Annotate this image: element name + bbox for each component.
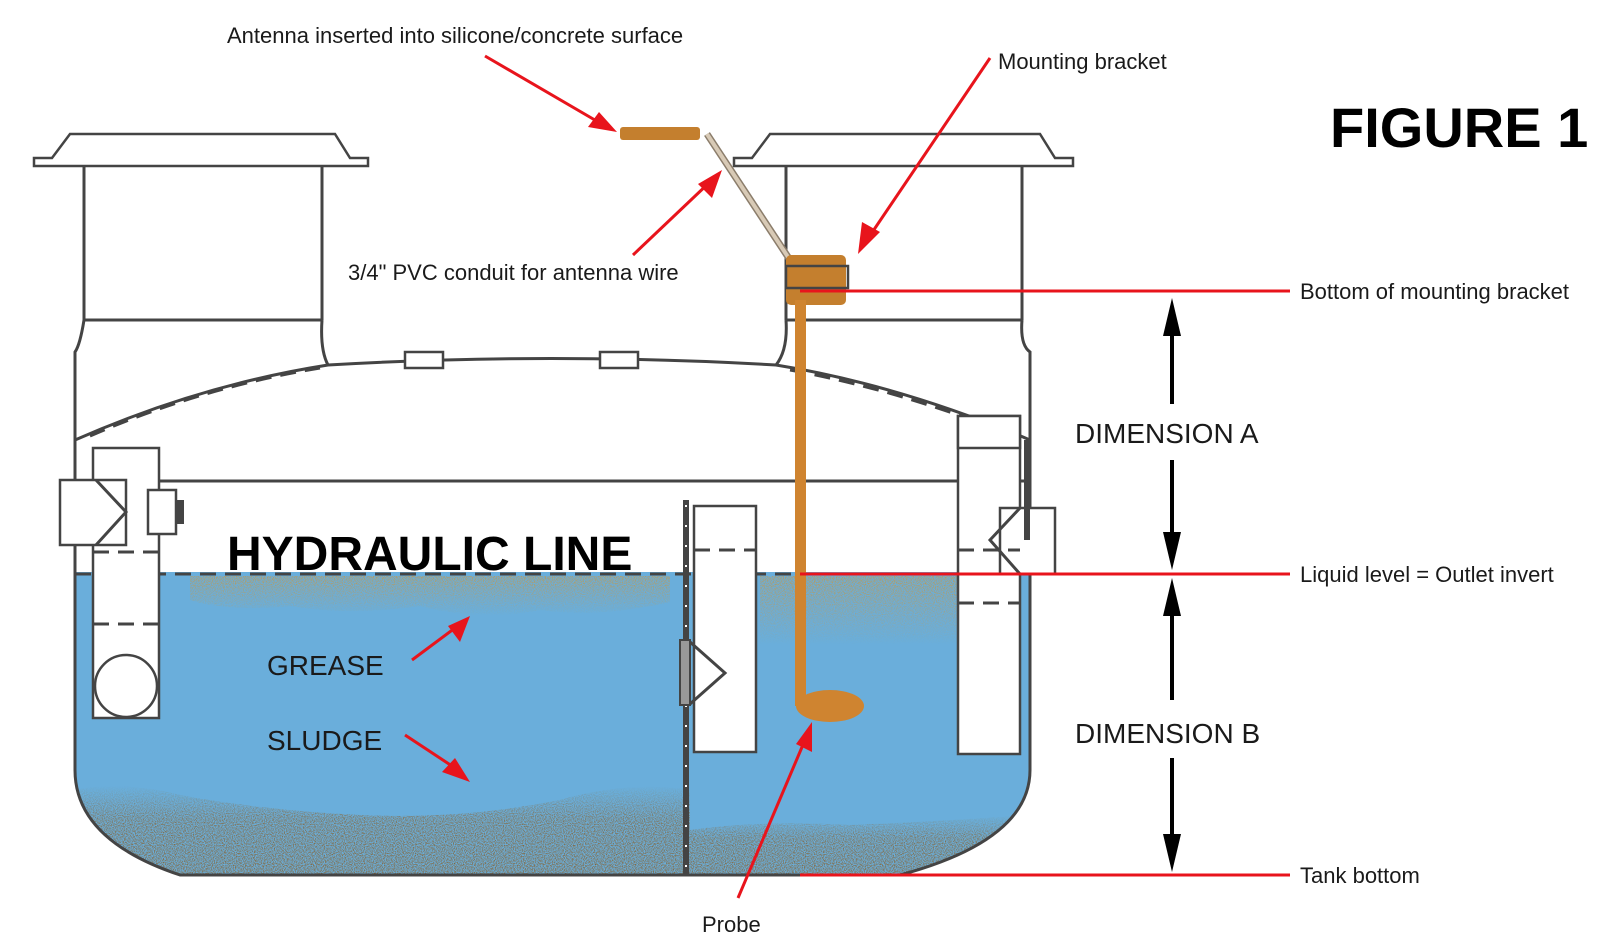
- dimension-a-label: DIMENSION A: [1075, 418, 1259, 449]
- figure-title: FIGURE 1: [1330, 96, 1588, 159]
- dimension-b-arrow: [1163, 578, 1181, 872]
- arrow-conduit-icon: [698, 170, 722, 198]
- antenna: [620, 127, 700, 140]
- antenna-label: Antenna inserted into silicone/concrete …: [227, 23, 683, 48]
- sludge-label: SLUDGE: [267, 725, 382, 756]
- lid-clip-right: [598, 350, 640, 370]
- dimension-b-label: DIMENSION B: [1075, 718, 1260, 749]
- arrow-bracket-icon: [858, 222, 880, 254]
- tank-shell: [73, 440, 1032, 877]
- right-riser: [732, 132, 1075, 440]
- tank-bottom-label: Tank bottom: [1300, 863, 1420, 888]
- liquid-level-label: Liquid level = Outlet invert: [1300, 562, 1554, 587]
- mounting-bracket: [784, 255, 850, 305]
- conduit-label: 3/4" PVC conduit for antenna wire: [348, 260, 679, 285]
- arrowhead-down-icon: [1163, 834, 1181, 872]
- dimension-a-arrow: [1163, 298, 1181, 570]
- bracket-bottom-label: Bottom of mounting bracket: [1300, 279, 1569, 304]
- arrow-antenna-icon: [588, 112, 617, 132]
- grease-layer: [190, 576, 960, 644]
- baffle-wall: [679, 500, 758, 875]
- lid-clip-left: [403, 350, 445, 370]
- liquid: [75, 572, 1030, 875]
- arrow-grease-icon: [448, 616, 470, 642]
- inlet-tee: [58, 446, 184, 720]
- arrowhead-down-icon: [1163, 532, 1181, 570]
- tank-top: [74, 350, 1031, 442]
- mounting-bracket-label: Mounting bracket: [998, 49, 1167, 74]
- callout-arrows: [404, 54, 992, 899]
- arrow-sludge-icon: [442, 758, 470, 782]
- probe-label: Probe: [702, 912, 761, 937]
- probe: [795, 300, 864, 722]
- outlet-tee: [956, 414, 1057, 756]
- arrowhead-up-icon: [1163, 298, 1181, 336]
- left-riser: [32, 132, 370, 440]
- arrow-probe-icon: [796, 722, 812, 752]
- conduit: [704, 132, 793, 262]
- reference-lines: [800, 289, 1290, 877]
- arrowhead-up-icon: [1163, 578, 1181, 616]
- grease-label: GREASE: [267, 650, 384, 681]
- hydraulic-line-label: HYDRAULIC LINE: [227, 528, 632, 581]
